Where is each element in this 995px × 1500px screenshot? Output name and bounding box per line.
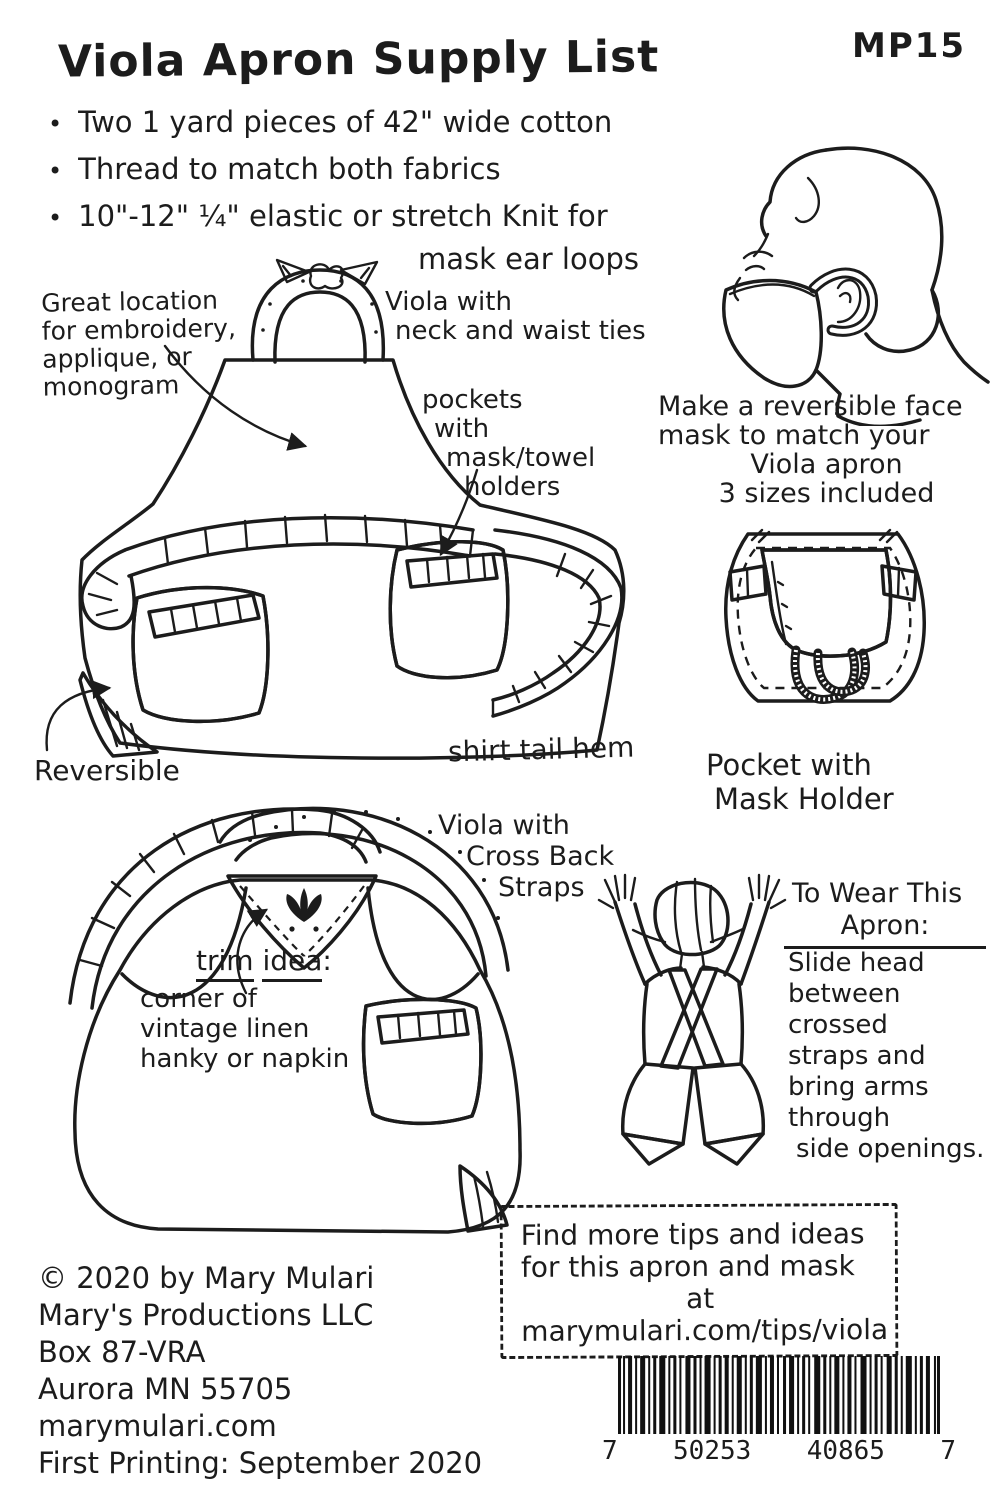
- publisher-info: © 2020 by Mary Mulari Mary's Productions…: [38, 1260, 482, 1482]
- annotation-reversible: Reversible: [34, 754, 180, 787]
- annotation-cross-back-straps: Viola with Cross Back Straps: [438, 810, 614, 903]
- page-title: Viola Apron Supply List: [57, 31, 660, 88]
- trim-word: idea: [262, 944, 323, 982]
- annotation-line: for embroidery,: [41, 313, 237, 346]
- trim-colon: :: [322, 944, 332, 977]
- annotation-neck-waist-ties: Viola with neck and waist ties: [385, 288, 646, 346]
- annotation-line: Viola with: [385, 287, 512, 317]
- annotation-shirt-tail-hem: shirt tail hem: [447, 730, 635, 769]
- annotation-hanky-note: corner of vintage linen hanky or napkin: [140, 984, 349, 1074]
- caption-line: 3 sizes included: [718, 478, 935, 509]
- person-back-view-illustration: [597, 873, 787, 1166]
- heading-line: Apron:: [784, 910, 986, 949]
- tips-box: Find more tips and ideas for this apron …: [499, 1202, 899, 1360]
- caption-line: mask to match your: [658, 420, 930, 451]
- annotation-line: pockets: [422, 385, 523, 415]
- annotation-line: Viola with: [438, 810, 570, 841]
- annotation-line: hanky or napkin: [140, 1044, 350, 1074]
- annotation-line: Cross Back: [466, 841, 615, 872]
- annotation-line: vintage linen: [140, 1014, 310, 1044]
- pocket-mask-holder-illustration: [724, 528, 927, 704]
- annotation-pockets: pockets with mask/towel holders: [422, 386, 595, 502]
- caption-line: Make a reversible face: [658, 391, 963, 422]
- annotation-line: Straps: [498, 872, 585, 903]
- supply-item: Two 1 yard pieces of 42" wide cotton: [48, 100, 708, 147]
- instruction-line: straps and: [788, 1041, 926, 1071]
- annotation-line: mask/towel: [446, 443, 596, 473]
- tips-line: for this apron and mask: [520, 1249, 855, 1284]
- wear-heading: To Wear This Apron:: [784, 878, 986, 949]
- tips-line: Find more tips and ideas: [520, 1217, 865, 1252]
- trim-word: trim: [196, 944, 254, 982]
- annotation-line: holders: [464, 472, 561, 502]
- supply-item: Thread to match both fabrics: [48, 147, 708, 194]
- caption-line: Pocket with: [706, 748, 872, 782]
- annotation-line: neck and waist ties: [395, 316, 646, 346]
- annotation-trim-idea: trim idea:: [196, 944, 332, 982]
- barcode-digit: 7: [598, 1436, 622, 1466]
- supply-item-continuation: mask ear loops: [418, 242, 639, 276]
- tips-line: at: [685, 1281, 715, 1316]
- instruction-line: between crossed: [788, 979, 901, 1040]
- annotation-line: with: [434, 414, 490, 444]
- instruction-line: through: [788, 1103, 891, 1133]
- publisher-line: Mary's Productions LLC: [38, 1298, 374, 1332]
- wear-instructions: Slide head between crossed straps and br…: [788, 948, 993, 1165]
- supply-item: 10"-12" ¼" elastic or stretch Knit for: [48, 194, 708, 241]
- barcode-digit-group: 50253: [669, 1436, 756, 1466]
- mask-caption: Make a reversible face mask to match you…: [658, 392, 995, 508]
- barcode: 7 50253 40865 7: [598, 1356, 960, 1466]
- barcode-digit-group: 40865: [802, 1436, 889, 1466]
- annotation-line: monogram: [42, 370, 180, 402]
- instruction-line: bring arms: [788, 1072, 929, 1102]
- instruction-line: Slide head: [788, 948, 925, 978]
- tips-url: marymulari.com/tips/viola: [521, 1313, 889, 1348]
- copyright-line: © 2020 by Mary Mulari: [38, 1261, 375, 1295]
- printing-line: First Printing: September 2020: [38, 1446, 483, 1480]
- heading-line: To Wear This: [792, 878, 963, 909]
- supply-list: Two 1 yard pieces of 42" wide cotton Thr…: [48, 100, 708, 277]
- face-profile-mask-illustration: [722, 146, 990, 426]
- barcode-digit: 7: [936, 1436, 960, 1466]
- website-line: marymulari.com: [38, 1409, 277, 1443]
- caption-line: Mask Holder: [714, 782, 894, 816]
- annotation-line: corner of: [140, 984, 257, 1014]
- product-code: MP15: [852, 26, 967, 66]
- barcode-bars: [616, 1356, 942, 1436]
- barcode-digits: 7 50253 40865 7: [598, 1436, 960, 1466]
- apron-neck-ties-illustration: [45, 258, 626, 760]
- address-line: Aurora MN 55705: [38, 1372, 293, 1406]
- address-line: Box 87-VRA: [38, 1335, 206, 1369]
- caption-line: Viola apron: [750, 449, 903, 480]
- pocket-caption: Pocket with Mask Holder: [706, 748, 894, 816]
- annotation-line: applique, or: [41, 342, 192, 374]
- annotation-embellish: Great location for embroidery, applique,…: [41, 286, 237, 402]
- instruction-line: side openings.: [796, 1134, 985, 1164]
- apron-cross-straps-illustration: [68, 806, 522, 1234]
